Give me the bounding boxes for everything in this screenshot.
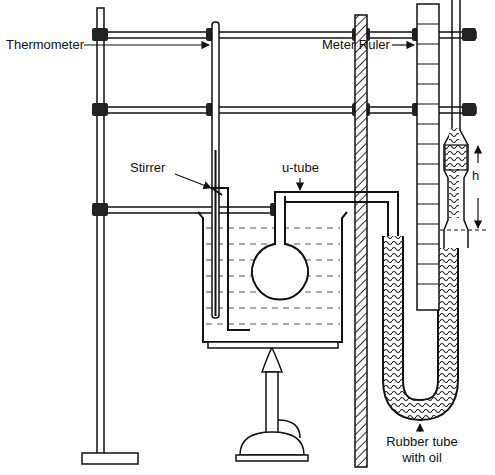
left-stand <box>82 8 138 464</box>
leader-lines <box>84 45 478 432</box>
stirrer <box>212 188 250 330</box>
dimension-label: h <box>472 168 479 184</box>
bunsen-burner <box>208 342 338 461</box>
open-glass-tube <box>440 0 488 248</box>
part-label: Meter Ruler <box>322 37 390 53</box>
flask-and-u-tube <box>252 192 398 300</box>
part-label: Thermometer <box>6 37 84 53</box>
stand-rod <box>355 15 367 467</box>
part-label: Stirrer <box>130 160 165 176</box>
part-label: u-tube <box>282 160 319 176</box>
part-label: Rubber tube with oil <box>380 434 464 465</box>
thermometer <box>212 22 219 318</box>
meter-ruler <box>417 4 439 310</box>
